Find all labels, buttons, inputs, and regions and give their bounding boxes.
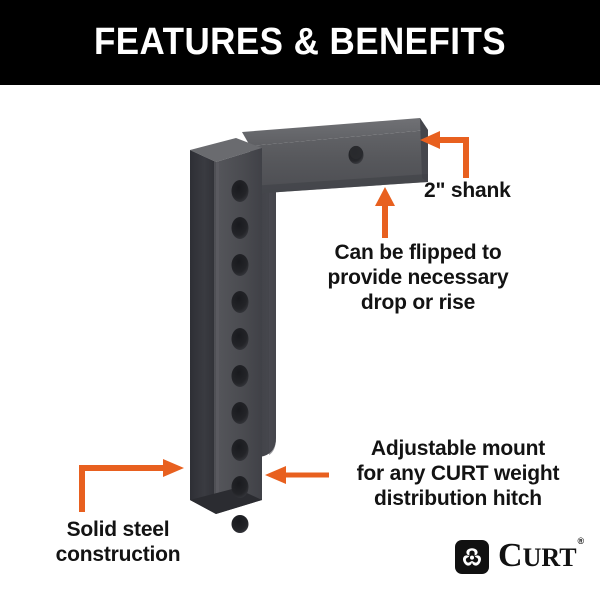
- page-title: FEATURES & BENEFITS: [93, 21, 507, 63]
- plate-hole: [231, 217, 249, 239]
- plate-hole: [231, 328, 249, 350]
- callout-line: drop or rise: [360, 291, 476, 315]
- vertical-plate: [190, 138, 262, 533]
- plate-hole: [231, 439, 249, 461]
- curt-wordmark: CURT®: [498, 535, 585, 574]
- callout-line: Adjustable mount: [370, 437, 546, 460]
- curt-logo: CURT®: [455, 535, 585, 574]
- callout-text-adjustable: Adjustable mount for any CURT weight dis…: [336, 436, 580, 512]
- plate-hole: [231, 402, 249, 424]
- callout-line: provide necessary: [327, 266, 509, 290]
- callout-arrow-shank: [418, 124, 482, 180]
- callout-arrow-flip: [372, 186, 398, 238]
- header-band: [0, 0, 600, 85]
- plate-hole: [231, 180, 249, 202]
- plate-hole: [231, 254, 249, 276]
- plate-hole: [231, 515, 249, 533]
- callout-text-shank: 2" shank: [424, 178, 511, 203]
- callout-line: distribution hitch: [374, 487, 542, 511]
- product-illustration: [170, 108, 430, 538]
- plate-hole: [231, 365, 249, 387]
- curt-wordmark-initial: C: [498, 537, 523, 574]
- callout-arrow-solid: [78, 452, 186, 514]
- callout-line: 2" shank: [424, 179, 511, 202]
- shank-arm: [242, 118, 428, 194]
- plate-holes: [231, 180, 249, 533]
- callout-line: Can be flipped to: [334, 241, 502, 264]
- plate-hole: [231, 476, 249, 498]
- callout-arrow-adjustable: [263, 463, 329, 487]
- callout-text-solid: Solid steel construction: [30, 517, 206, 567]
- trademark-symbol: ®: [577, 535, 585, 546]
- callout-line: for any CURT weight: [356, 462, 560, 486]
- callout-line: Solid steel: [66, 518, 170, 541]
- callout-text-flip: Can be flipped to provide necessary drop…: [310, 240, 526, 316]
- curt-wordmark-rest: URT: [522, 543, 577, 572]
- callout-line: construction: [55, 543, 181, 567]
- curt-pinwheel-icon: [455, 540, 489, 574]
- plate-hole: [231, 291, 249, 313]
